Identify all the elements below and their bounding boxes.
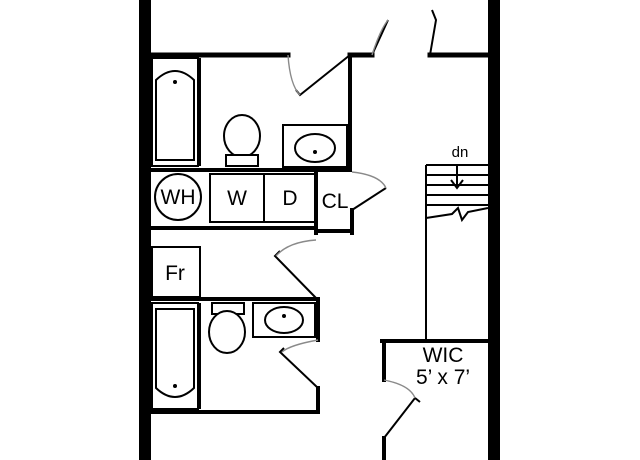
upper-tub-drain bbox=[173, 80, 177, 84]
stair-break-line bbox=[425, 206, 489, 223]
lower-bathtub-inner bbox=[155, 308, 195, 398]
upper-toilet-bowl bbox=[223, 114, 261, 158]
upper-bathtub-inner bbox=[155, 70, 195, 161]
lower-bath-door-arc bbox=[281, 339, 319, 353]
closet-door-leaf bbox=[351, 187, 387, 211]
wic-size-label: 5’ x 7’ bbox=[416, 366, 470, 389]
stair-arrow-head bbox=[450, 179, 464, 190]
wic-door-leaf bbox=[383, 396, 421, 439]
stairs-direction-label: dn bbox=[452, 144, 469, 161]
wic-door-arc bbox=[383, 379, 416, 399]
upper-bathtub bbox=[151, 57, 199, 167]
laundry-door-arc bbox=[275, 239, 317, 257]
water-heater bbox=[154, 173, 202, 221]
fridge-label: Fr bbox=[165, 262, 185, 285]
lower-sink bbox=[264, 306, 304, 334]
door-upper-right-leaf bbox=[371, 9, 438, 56]
lower-bath-door-leaf bbox=[278, 347, 319, 389]
upper-toilet-tank bbox=[225, 154, 259, 167]
lower-bathtub bbox=[151, 302, 199, 410]
water-heater-label: WH bbox=[161, 186, 196, 209]
closet-door-arc bbox=[351, 171, 387, 189]
door-top-arc bbox=[287, 54, 301, 96]
dryer-label: D bbox=[282, 187, 297, 210]
closet-label: CL bbox=[322, 190, 349, 213]
lower-tub-drain bbox=[173, 384, 177, 388]
lower-toilet-bowl bbox=[208, 310, 246, 354]
wic-label: WIC bbox=[423, 344, 464, 367]
upper-sink bbox=[294, 133, 336, 163]
laundry-door-leaf bbox=[273, 250, 317, 299]
washer-label: W bbox=[227, 187, 247, 210]
fridge bbox=[151, 246, 201, 298]
upper-sink-drain bbox=[313, 150, 317, 154]
door-top-leaf bbox=[295, 54, 351, 97]
lower-sink-drain bbox=[282, 314, 286, 318]
door-upper-right-arc bbox=[371, 19, 389, 56]
